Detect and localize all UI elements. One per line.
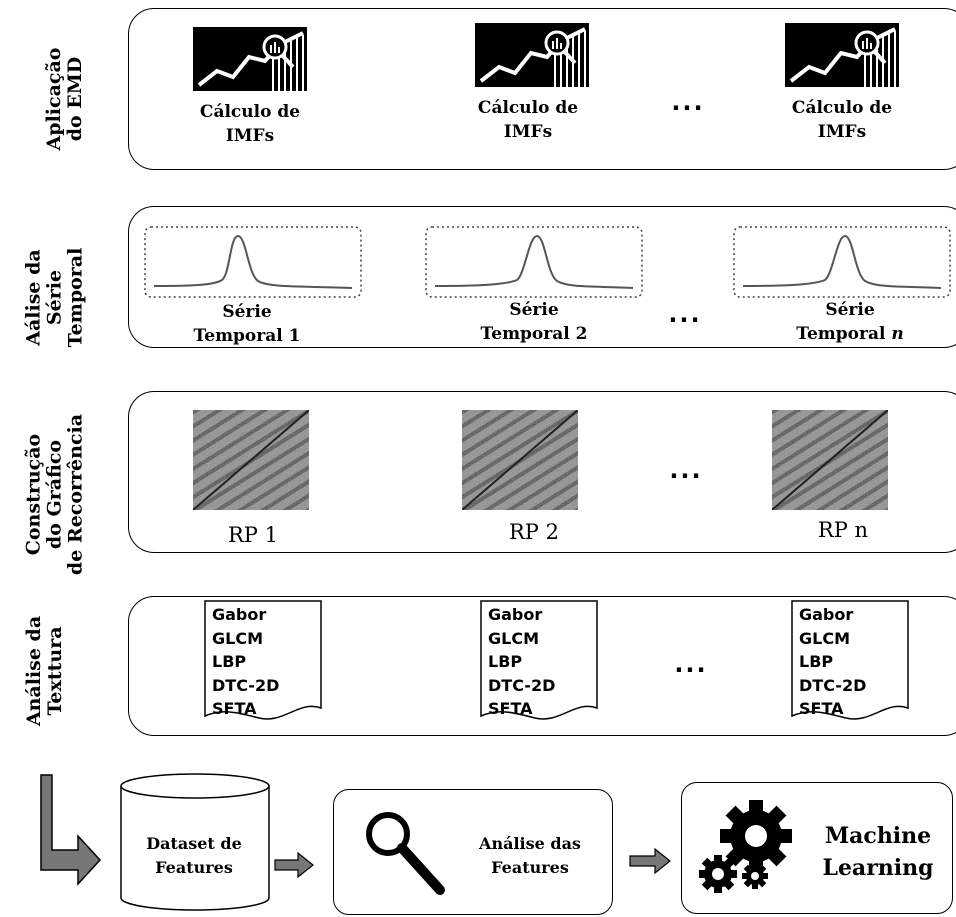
series-caption: Série Temporal 1 [193,302,301,346]
rp-caption: RP 2 [509,520,559,544]
chart-magnifier-icon [193,27,307,91]
imf-caption: Cálculo de IMFs [791,98,893,142]
stage-label-emd: Aplicação do EMD [43,47,86,151]
stage-label-series: Aálise da Série Temporal [22,247,87,348]
document-icon [791,600,909,720]
time-series-plot [144,226,362,298]
stage-box-series [128,206,956,348]
ml-box [681,782,953,914]
time-series-plot [425,226,643,298]
ellipsis: ... [669,456,703,484]
ellipsis: ... [674,650,708,678]
arrow-right [274,852,314,878]
rp-caption: RP n [817,518,869,542]
imf-caption: Cálculo de IMFs [199,102,301,146]
magnifier-icon [366,812,445,895]
dataset-label: Dataset de Features [146,834,242,877]
chart-magnifier-icon [785,23,899,87]
gears-icon [699,800,792,893]
rp-caption: RP 1 [228,523,278,547]
document-icon [204,600,322,720]
ellipsis: ... [668,300,702,328]
feature-analysis-label: Análise das Features [479,834,581,877]
series-caption: Série Temporal 2 [480,300,588,344]
flow-arrow-l [40,774,102,886]
recurrence-plot [193,410,309,510]
database-icon [120,773,270,911]
stage-label-recurrence: Construção do Gráfico de Recorrência [22,413,87,576]
recurrence-plot [772,410,888,510]
ellipsis: ... [671,88,705,116]
time-series-plot [733,226,951,298]
stage-label-texture: Análise da Texttura [23,615,66,727]
arrow-right [629,848,671,874]
imf-caption: Cálculo de IMFs [477,98,579,142]
series-caption: Série Temporal n [796,300,904,344]
document-icon [480,600,598,720]
ml-label: Machine Learning [822,823,934,881]
chart-magnifier-icon [475,23,589,87]
recurrence-plot [462,410,578,510]
